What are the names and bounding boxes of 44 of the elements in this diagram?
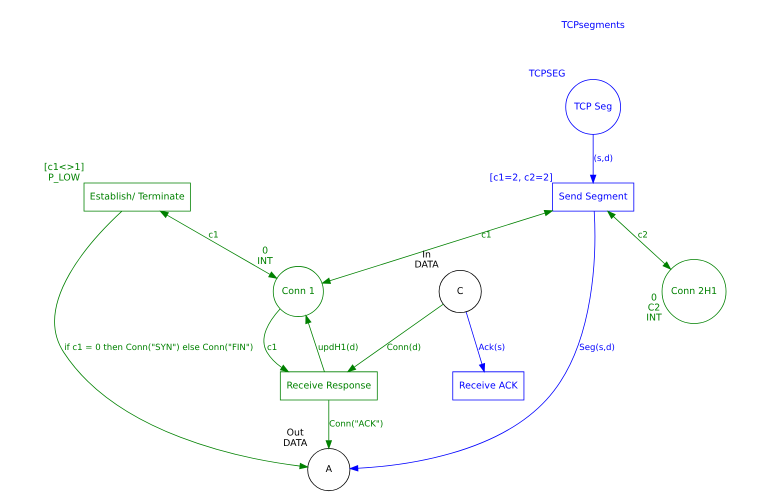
- edge-label: Conn(d): [386, 342, 422, 353]
- arrow: [159, 210, 278, 279]
- arrow: [346, 304, 444, 372]
- node-box: Receive ACK: [452, 371, 524, 400]
- node-circle: TCP Seg: [565, 79, 621, 135]
- arrow: [466, 312, 486, 373]
- node-box: Send Segment: [552, 182, 634, 212]
- node-label: [c1<>1]: [44, 162, 84, 174]
- edge-label: Ack(s): [478, 342, 506, 353]
- node-circle: C: [438, 270, 482, 313]
- node-label: DATA: [414, 260, 439, 271]
- node-circle: A: [307, 448, 350, 492]
- node-circle: Conn 1: [272, 266, 324, 317]
- node-label: In: [422, 250, 431, 261]
- edge-label: Seg(s,d): [579, 342, 615, 353]
- node-label: P_LOW: [48, 172, 80, 184]
- node-label: INT: [257, 256, 273, 267]
- arrow: [54, 210, 309, 470]
- node-label: 0: [651, 292, 657, 304]
- arrow: [305, 314, 325, 372]
- node-label: [c1=2, c2=2]: [490, 172, 553, 184]
- edge-label: (s,d): [594, 154, 614, 164]
- node-box: Receive Response: [280, 371, 378, 400]
- edge-label: c2: [638, 230, 648, 241]
- edge-label: c1: [481, 230, 492, 241]
- node-label: 0: [262, 246, 268, 257]
- node-box: Establish/ Terminate: [84, 182, 191, 212]
- node-label: Out: [286, 428, 304, 439]
- node-label: C2: [648, 302, 660, 314]
- arrow: [264, 308, 290, 372]
- arrow: [321, 210, 554, 284]
- arrow: [348, 210, 596, 472]
- arrow: [606, 210, 672, 270]
- edge-label: updH1(d): [318, 342, 358, 353]
- arrow: [326, 400, 332, 450]
- edge-label: if c1 = 0 then Conn("SYN") else Conn("FIN"): [64, 342, 254, 353]
- node-label: INT: [646, 312, 662, 324]
- edge-label: c1: [267, 342, 278, 353]
- arrow: [590, 134, 596, 184]
- node-label: DATA: [283, 438, 308, 449]
- edge-label: Conn("ACK"): [329, 419, 384, 430]
- edge-label: c1: [208, 230, 219, 241]
- node-label: TCPSEG: [528, 68, 566, 80]
- label: TCPsegments: [562, 20, 625, 31]
